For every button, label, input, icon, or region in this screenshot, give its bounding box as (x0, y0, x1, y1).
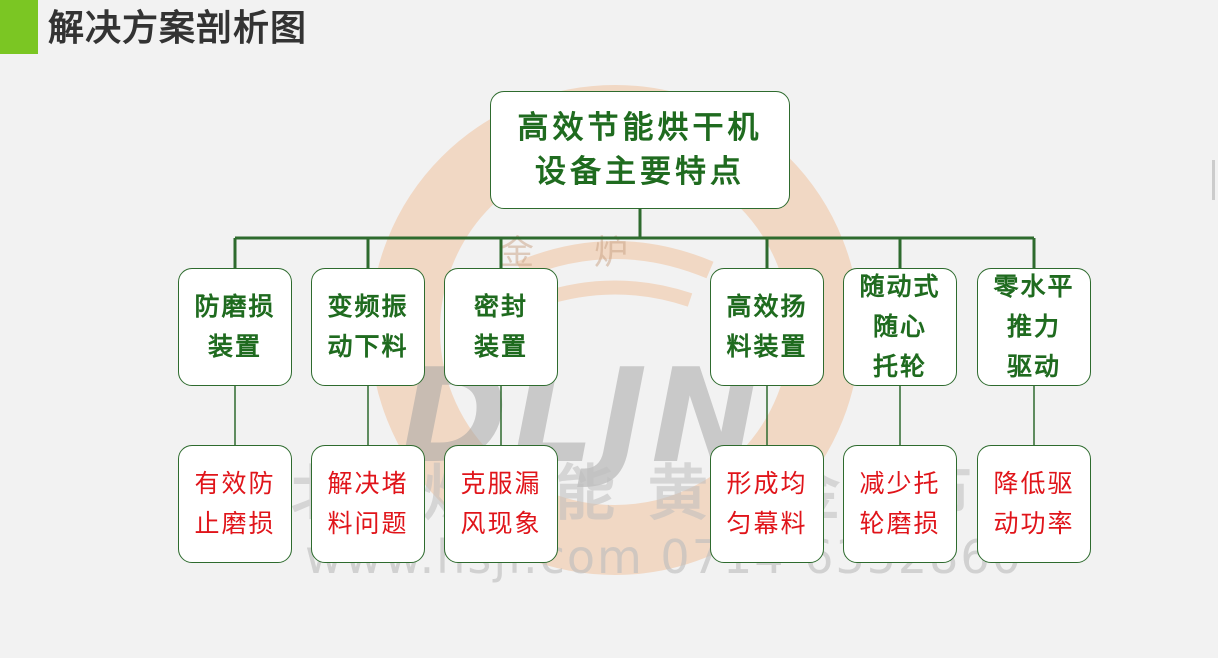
benefit-line: 料问题 (327, 509, 409, 538)
feature-line: 驱动 (1006, 352, 1061, 381)
benefit-line: 风现象 (460, 509, 542, 538)
benefit-line: 匀幕料 (726, 509, 808, 538)
benefit-node-4: 形成均 匀幕料 (710, 445, 824, 563)
feature-line: 高效扬 (726, 292, 808, 321)
feature-line: 推力 (1006, 312, 1061, 341)
page-title: 解决方案剖析图 (48, 8, 308, 49)
feature-line: 随心 (872, 312, 927, 341)
title-accent-bar (0, 0, 38, 54)
benefit-node-6: 降低驱 动功率 (977, 445, 1091, 563)
benefit-line: 减少托 (859, 469, 941, 498)
benefit-line: 克服漏 (460, 469, 542, 498)
feature-line: 托轮 (872, 352, 927, 381)
feature-node-idler: 随动式 随心 托轮 (843, 268, 957, 386)
feature-line: 防磨损 (194, 292, 276, 321)
feature-line: 装置 (473, 332, 528, 361)
feature-node-seal: 密封 装置 (444, 268, 558, 386)
benefit-line: 动功率 (993, 509, 1075, 538)
benefit-node-2: 解决堵 料问题 (311, 445, 425, 563)
feature-node-vibration-feed: 变频振 动下料 (311, 268, 425, 386)
feature-line: 变频振 (327, 292, 409, 321)
benefit-line: 形成均 (726, 469, 808, 498)
root-line-1: 高效节能烘干机 (517, 110, 763, 146)
benefit-line: 降低驱 (993, 469, 1075, 498)
root-line-2: 设备主要特点 (535, 154, 745, 190)
feature-node-drive: 零水平 推力 驱动 (977, 268, 1091, 386)
feature-line: 零水平 (993, 272, 1075, 301)
scroll-indicator (1212, 160, 1215, 200)
benefit-node-1: 有效防 止磨损 (178, 445, 292, 563)
feature-line: 动下料 (327, 332, 409, 361)
benefit-node-3: 克服漏 风现象 (444, 445, 558, 563)
feature-node-lifting: 高效扬 料装置 (710, 268, 824, 386)
watermark-chars: 金炉 (500, 233, 688, 273)
root-node: 高效节能烘干机 设备主要特点 (490, 91, 790, 209)
feature-line: 装置 (207, 332, 262, 361)
feature-node-wear-protection: 防磨损 装置 (178, 268, 292, 386)
feature-line: 密封 (473, 292, 528, 321)
benefit-line: 轮磨损 (859, 509, 941, 538)
benefit-line: 有效防 (194, 469, 276, 498)
feature-line: 料装置 (726, 332, 808, 361)
benefit-line: 解决堵 (327, 469, 409, 498)
benefit-node-5: 减少托 轮磨损 (843, 445, 957, 563)
benefit-line: 止磨损 (194, 509, 276, 538)
feature-line: 随动式 (859, 272, 941, 301)
